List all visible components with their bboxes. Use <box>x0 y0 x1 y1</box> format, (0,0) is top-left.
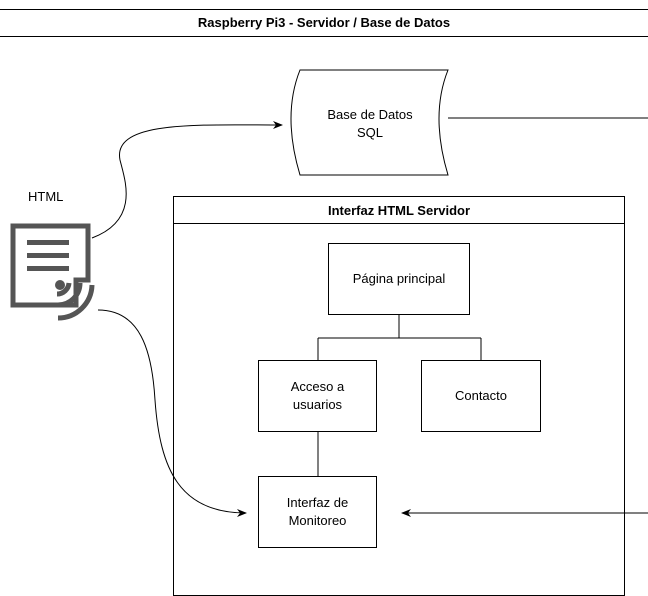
database-shape[interactable] <box>290 69 449 176</box>
container-title: Interfaz HTML Servidor <box>327 203 471 218</box>
monitoring-interface-node[interactable]: Interfaz de Monitoreo <box>258 476 377 548</box>
contact-node[interactable]: Contacto <box>421 360 541 432</box>
html-label: HTML <box>28 189 64 204</box>
html-to-database-arrow <box>91 120 283 239</box>
diagram-header: Raspberry Pi3 - Servidor / Base de Datos <box>0 9 648 37</box>
html-to-monitoring-arrow <box>97 309 247 517</box>
container-header: Interfaz HTML Servidor <box>174 197 624 224</box>
database-label: Base de Datos SQL <box>327 107 413 140</box>
diagram-title: Raspberry Pi3 - Servidor / Base de Datos <box>197 15 451 30</box>
user-access-node[interactable]: Acceso a usuarios <box>258 360 377 432</box>
document-wireless-icon <box>10 223 95 321</box>
main-page-node[interactable]: Página principal <box>328 243 470 315</box>
diagram-canvas <box>10 69 648 517</box>
